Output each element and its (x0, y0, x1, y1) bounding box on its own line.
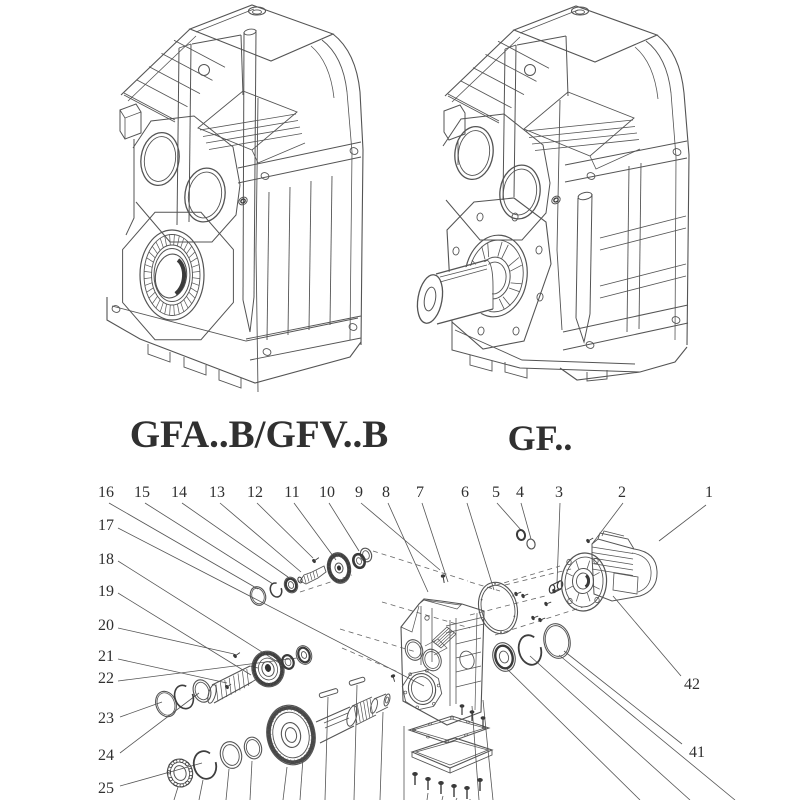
svg-text:21: 21 (98, 648, 114, 665)
svg-text:22: 22 (98, 670, 114, 687)
svg-text:12: 12 (247, 484, 263, 501)
svg-text:8: 8 (382, 484, 390, 501)
svg-text:6: 6 (461, 484, 469, 501)
svg-text:4: 4 (516, 484, 524, 501)
svg-text:25: 25 (98, 780, 114, 797)
svg-text:42: 42 (684, 676, 700, 693)
svg-text:24: 24 (98, 747, 114, 764)
svg-text:3: 3 (555, 484, 563, 501)
svg-text:13: 13 (209, 484, 225, 501)
svg-text:16: 16 (98, 484, 114, 501)
svg-text:5: 5 (492, 484, 500, 501)
svg-text:11: 11 (284, 484, 299, 501)
svg-text:9: 9 (355, 484, 363, 501)
svg-text:1: 1 (705, 484, 713, 501)
svg-text:23: 23 (98, 710, 114, 727)
svg-text:15: 15 (134, 484, 150, 501)
svg-text:2: 2 (618, 484, 626, 501)
svg-text:10: 10 (319, 484, 335, 501)
svg-text:19: 19 (98, 583, 114, 600)
svg-text:14: 14 (171, 484, 187, 501)
svg-text:20: 20 (98, 617, 114, 634)
svg-text:41: 41 (689, 744, 705, 761)
svg-text:7: 7 (416, 484, 424, 501)
svg-text:17: 17 (98, 517, 114, 534)
svg-text:GFA..B/GFV..B: GFA..B/GFV..B (130, 413, 389, 456)
svg-text:GF..: GF.. (508, 418, 573, 458)
svg-text:18: 18 (98, 551, 114, 568)
